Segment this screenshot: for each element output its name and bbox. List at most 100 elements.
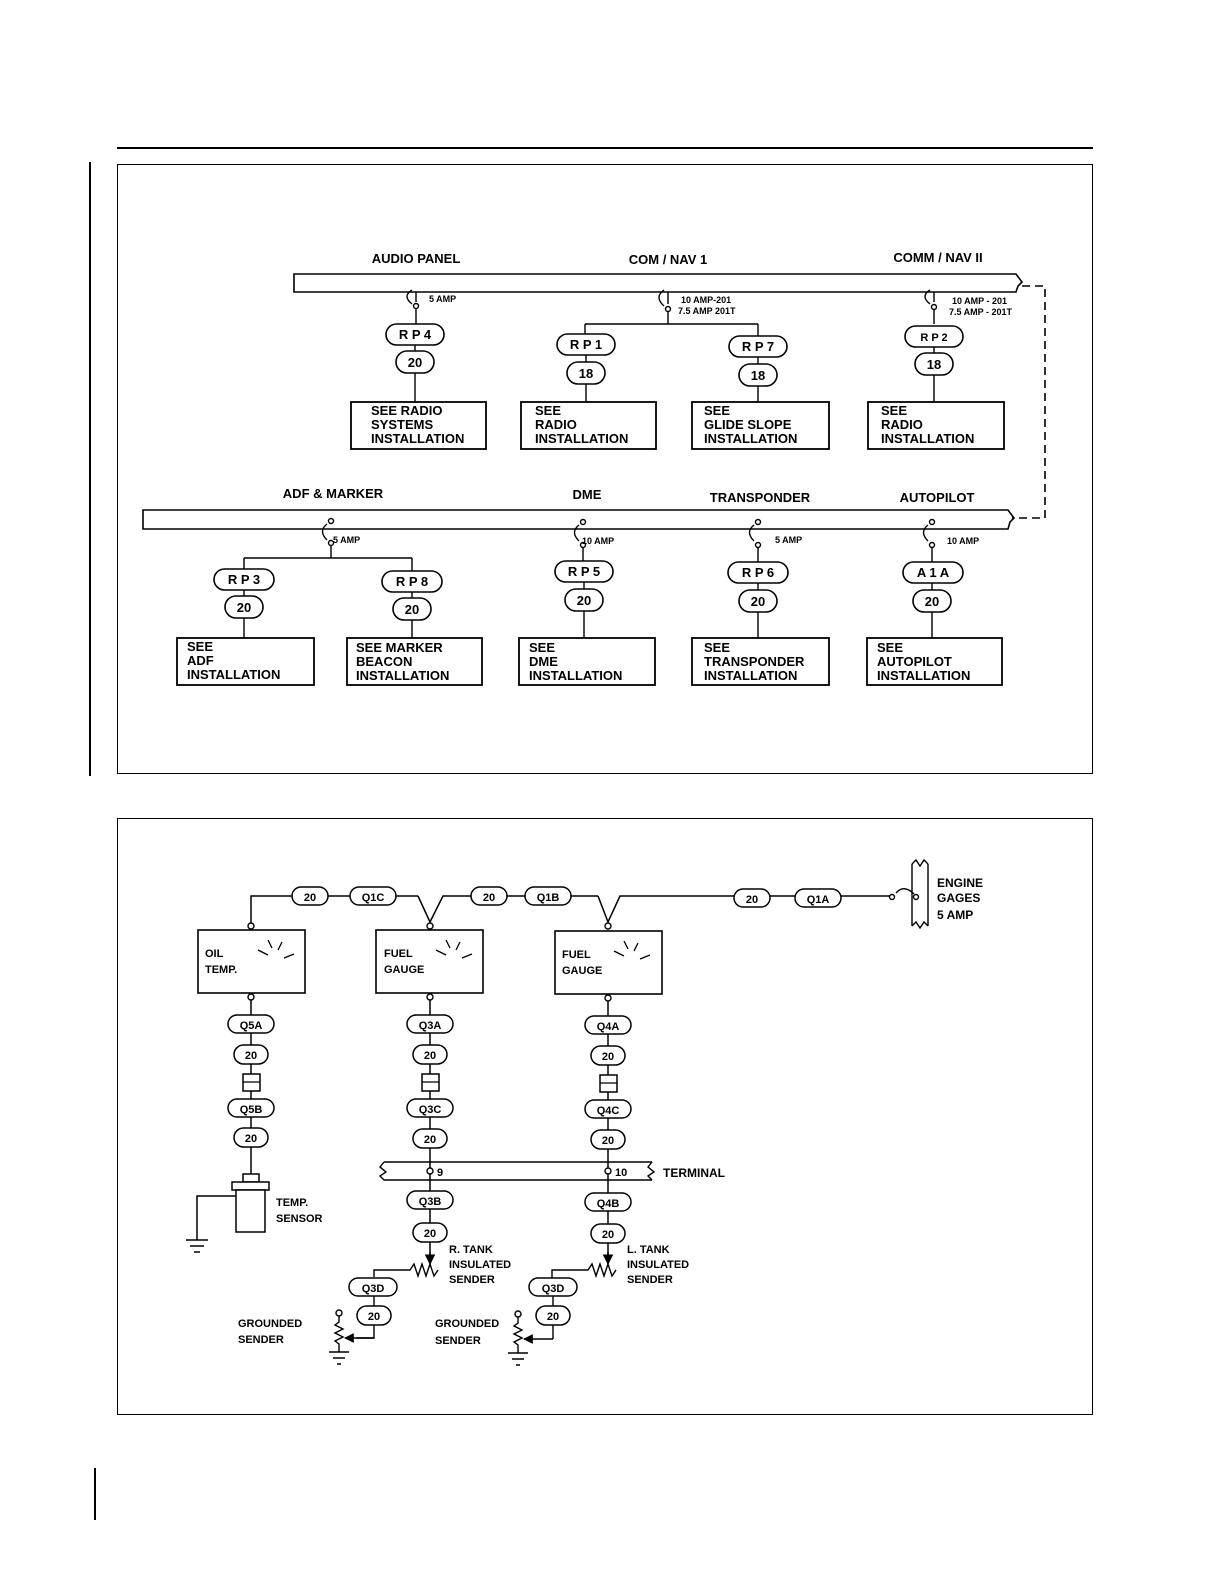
terminal-label: TERMINAL: [663, 1166, 725, 1180]
resistor-icon: [512, 1317, 524, 1353]
wire-gauge: 20: [602, 1229, 614, 1241]
connector-tag: Q3C: [419, 1104, 442, 1116]
wire-gauge: 20: [746, 894, 758, 906]
connector-tag: Q1A: [807, 894, 830, 906]
branch-rp7: R P 7 18 SEE GLIDE SLOPE INSTALLATION: [691, 335, 830, 450]
avionics-panel-frame: [117, 164, 1093, 774]
branch-a1a: A 1 A 20 SEE AUTOPILOT INSTALLATION: [866, 561, 1003, 686]
reference-note: INSTALLATION: [881, 431, 974, 446]
branch-rp6: R P 6 20 SEE TRANSPONDER INSTALLATION: [691, 561, 830, 686]
connector-tag: R P 7: [742, 339, 774, 354]
reference-note: SEE: [529, 640, 555, 655]
reference-note: SEE: [704, 403, 730, 418]
wire-gauge: 20: [424, 1050, 436, 1062]
connector-tag: Q4B: [597, 1198, 620, 1210]
oil-temp-gauge: OIL TEMP.: [197, 922, 306, 1001]
wire-gauge: 20: [424, 1134, 436, 1146]
bus-label-autopilot: AUTOPILOT: [900, 490, 975, 505]
connector-tag: R P 4: [399, 327, 432, 342]
connector-tag: A 1 A: [917, 565, 950, 580]
reference-note: INSTALLATION: [529, 668, 622, 683]
connector-tag: Q5B: [240, 1104, 263, 1116]
reference-note: GLIDE SLOPE: [704, 417, 792, 432]
gauge-label: GAUGE: [562, 965, 602, 977]
connector-tag: R P 3: [228, 572, 260, 587]
circuit-breaker-transponder: [748, 518, 762, 562]
connector-tag: Q3A: [419, 1020, 442, 1032]
sensor-label: TEMP.: [276, 1197, 308, 1209]
ground-icon: [329, 1351, 349, 1365]
connector-tag: Q3D: [362, 1283, 385, 1295]
sender-label: L. TANK: [627, 1244, 670, 1256]
feed-segment-q1a: 20 Q1A: [733, 888, 842, 908]
reference-note: INSTALLATION: [535, 431, 628, 446]
terminal-pin: 9: [437, 1167, 443, 1179]
engine-gages-label: GAGES: [937, 891, 980, 905]
ground-icon: [508, 1352, 528, 1366]
gauge-lamp-icon: [435, 939, 473, 959]
reference-note: SYSTEMS: [371, 417, 433, 432]
breaker-rating: 10 AMP-201: [681, 295, 731, 305]
gauge-label: TEMP.: [205, 964, 237, 976]
reference-note: SEE MARKER: [356, 640, 443, 655]
header-rule: [117, 147, 1093, 149]
breaker-rating: 7.5 AMP 201T: [678, 306, 736, 316]
wire-gauge: 18: [751, 368, 765, 383]
bus-label-comm-nav-2: COMM / NAV II: [893, 250, 982, 265]
connector-tag: R P 2: [920, 332, 947, 344]
wire-gauge: 20: [408, 355, 422, 370]
ground-icon: [186, 1239, 208, 1253]
branch-rp1: R P 1 18 SEE RADIO INSTALLATION: [520, 333, 657, 450]
reference-note: INSTALLATION: [704, 431, 797, 446]
branch-rp8: R P 8 20 SEE MARKER BEACON INSTALLATION: [346, 570, 483, 686]
connector-tag: Q1B: [537, 892, 560, 904]
bus-jumper-dashed: [1012, 285, 1046, 519]
connector-tag: Q1C: [362, 892, 385, 904]
resistor-icon: [551, 1261, 617, 1279]
reference-note: TRANSPONDER: [704, 654, 805, 669]
sensor-label: SENSOR: [276, 1213, 323, 1225]
bus-label-com-nav-1: COM / NAV 1: [629, 252, 708, 267]
breaker-rating: 5 AMP: [333, 535, 360, 545]
grounded-sender-label: GROUNDED: [435, 1318, 499, 1330]
reference-note: SEE: [877, 640, 903, 655]
terminal-strip: 9 10 TERMINAL: [378, 1161, 725, 1181]
sender-label: SENDER: [627, 1274, 673, 1286]
change-bar-lower: [94, 1468, 96, 1520]
connector-tag: Q3B: [419, 1196, 442, 1208]
gauge-lamp-icon: [613, 940, 651, 960]
grounded-sender-label: SENDER: [435, 1335, 481, 1347]
breaker-rating: 5 AMP: [429, 294, 456, 304]
wire-gauge: 20: [405, 602, 419, 617]
reference-note: INSTALLATION: [356, 668, 449, 683]
wire-gauge: 20: [547, 1311, 559, 1323]
circuit-breaker-audio: [406, 289, 420, 324]
gauge-label: FUEL: [562, 949, 591, 961]
feed-segment-q1c: 20 Q1C: [291, 886, 397, 906]
right-tank-sender: Q3B 20 R. TANK INSULATED SENDER: [373, 1190, 511, 1286]
avionics-upper-bus: AUDIO PANEL COM / NAV 1 COMM / NAV II: [293, 250, 1024, 293]
circuit-breaker-autopilot: [922, 518, 936, 562]
grounded-sender-label: SENDER: [238, 1334, 284, 1346]
gauge-lamp-icon: [257, 939, 295, 959]
reference-note: SEE: [704, 640, 730, 655]
reference-note: AUTOPILOT: [877, 654, 952, 669]
temp-sensor: [186, 1173, 270, 1253]
reference-note: INSTALLATION: [187, 667, 280, 682]
engine-panel-frame: [117, 818, 1093, 1415]
grounded-sender-label: GROUNDED: [238, 1318, 302, 1330]
branch-rp5: R P 5 20 SEE DME INSTALLATION: [518, 560, 656, 686]
breaker-rating: 5 AMP: [775, 535, 802, 545]
grounded-sender-left: Q3D 20 GROUNDED SENDER: [435, 1277, 578, 1366]
wire-gauge: 20: [245, 1133, 257, 1145]
oil-temp-chain: Q5A 20 Q5B 20: [227, 1014, 275, 1148]
connector-tag: Q3D: [542, 1283, 565, 1295]
connector-tag: R P 5: [568, 564, 600, 579]
circuit-breaker-adf: [321, 517, 335, 558]
branch-rp4: R P 4 20 SEE RADIO SYSTEMS INSTALLATION: [350, 323, 487, 450]
sender-label: SENDER: [449, 1274, 495, 1286]
connector-tag: R P 6: [742, 565, 774, 580]
breaker-rating: 10 AMP: [582, 536, 614, 546]
reference-note: INSTALLATION: [877, 668, 970, 683]
